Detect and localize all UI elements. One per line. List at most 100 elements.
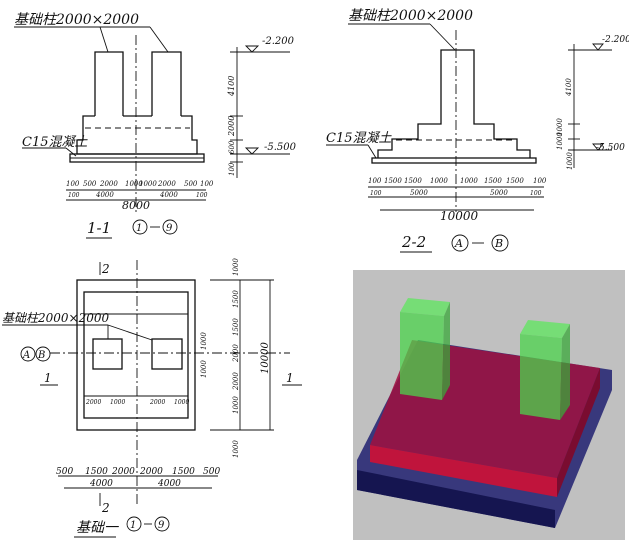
section-mark-top: 2 — [101, 262, 110, 276]
concrete-leader — [367, 144, 377, 159]
right-dim: 2000 — [232, 372, 240, 391]
axis-to: B — [494, 237, 503, 250]
pier-leader-left — [99, 26, 109, 53]
section-1-1: 基础柱2000×2000 C15混凝土 -2.200 -5.500 4100 2… — [14, 12, 297, 239]
section-2-2: 基础柱2000×2000 C15混凝土 -2.200 -5.500 4100 1… — [326, 8, 629, 253]
section-mark-bottom: 2 — [101, 501, 110, 515]
hdim-value: 100 — [370, 190, 382, 197]
right-total: 10000 — [260, 342, 271, 374]
elev-bottom-marker — [244, 147, 260, 155]
axis-bubble-from — [126, 516, 142, 532]
pier-label: 基础柱2000×2000 — [348, 8, 473, 24]
vdim-value: 1000 — [556, 118, 564, 136]
hdim-value: 100 — [368, 177, 382, 185]
hdim-value: 1000 — [125, 180, 143, 188]
section-mark-left: 1 — [44, 371, 52, 385]
axis-to: 9 — [158, 520, 165, 531]
elev-top: -2.200 — [602, 35, 629, 45]
hdim-value: 100 — [66, 180, 80, 188]
bottom-half: 4000 — [157, 479, 181, 489]
hdim-total: 8000 — [122, 199, 150, 212]
foundation-plan: 2 基础柱2000×2000 A B 1 1 2000 1000 2000 10… — [2, 258, 302, 538]
bottom-dim: 1500 — [85, 467, 108, 477]
column-left-top — [400, 298, 450, 316]
column-left-side — [442, 302, 450, 400]
stepped-footing — [377, 49, 531, 158]
axis-from: A — [454, 237, 463, 250]
pier-right — [151, 51, 182, 116]
hdim-value: 100 — [68, 192, 80, 199]
vdim-value: 2000 — [227, 116, 236, 137]
hdim-value: 4000 — [159, 191, 178, 199]
elev-top-marker — [244, 45, 260, 53]
pier-plan-left — [92, 338, 123, 370]
vdim-value: 100 — [228, 162, 236, 176]
axis-bubble-to — [491, 234, 509, 252]
bottom-dim: 500 — [56, 467, 73, 477]
pier-leader-right — [149, 26, 169, 53]
bottom-dim: 2000 — [111, 467, 135, 477]
pier-leader-right — [107, 324, 153, 341]
axis-to: 9 — [166, 223, 173, 234]
small-dim: 2000 — [149, 399, 165, 406]
hdim-value: 100 — [196, 192, 208, 199]
hdim-value: 1500 — [506, 177, 524, 185]
pier-leader — [429, 23, 456, 51]
elev-bottom: -5.500 — [264, 142, 297, 153]
axis-a: A — [22, 350, 30, 361]
pier-plan-right — [151, 338, 183, 370]
section-title: 1-1 — [87, 219, 111, 237]
axis-from: 1 — [130, 520, 136, 531]
hdim-value: 4000 — [95, 191, 114, 199]
hdim-value: 1500 — [384, 177, 402, 185]
hdim-value: 2000 — [99, 180, 118, 188]
hdim-value: 100 — [530, 190, 542, 197]
inner-dim: 1000 — [200, 332, 208, 350]
bottom-half: 4000 — [89, 479, 113, 489]
hdim-value: 1500 — [404, 177, 422, 185]
axis-bubble-to — [162, 219, 178, 235]
column-left-front — [400, 312, 444, 400]
axis-from: 1 — [136, 223, 142, 234]
bottom-dim: 1500 — [172, 467, 195, 477]
vdim-value: 600 — [228, 140, 236, 154]
footing-step-1 — [83, 291, 189, 419]
pier-label: 基础柱2000×2000 — [2, 311, 109, 325]
model-3d-view — [353, 270, 625, 540]
concrete-leader — [65, 147, 77, 157]
right-dim: 1000 — [232, 440, 240, 458]
hdim-value: 1000 — [139, 180, 157, 188]
hdim-value: 100 — [200, 180, 214, 188]
vdim-value: 1000 — [556, 132, 564, 150]
right-dim: 1000 — [232, 258, 240, 276]
hdim-total: 10000 — [440, 209, 479, 223]
small-dim: 2000 — [85, 399, 101, 406]
concrete-label: C15混凝土 — [22, 135, 88, 150]
column-right-front — [520, 334, 562, 420]
concrete-label: C15混凝土 — [326, 131, 392, 146]
hdim-value: 2000 — [157, 180, 176, 188]
inner-dim: 1000 — [200, 360, 208, 378]
elev-top-marker — [592, 43, 604, 51]
axis-b: B — [37, 350, 45, 361]
axis-bubble-a — [20, 346, 36, 362]
axis-bubble-to — [154, 516, 170, 532]
hdim-value: 1000 — [430, 177, 448, 185]
elev-bottom-marker — [592, 143, 604, 151]
vdim-value: 1000 — [566, 152, 574, 170]
axis-bubble-from — [132, 219, 148, 235]
right-dim: 1500 — [232, 290, 240, 308]
right-dim: 1500 — [232, 318, 240, 336]
hdim-value: 500 — [83, 180, 97, 188]
section-mark-right: 1 — [286, 371, 294, 385]
bottom-dim: 2000 — [139, 467, 163, 477]
pier-label: 基础柱2000×2000 — [14, 12, 139, 28]
footing-front — [370, 445, 557, 497]
hdim-value: 5000 — [410, 189, 428, 197]
vdim-value: 4100 — [565, 78, 573, 97]
vdim-value: 4100 — [227, 76, 236, 97]
right-dim: 2000 — [232, 344, 240, 363]
pier-left — [94, 51, 124, 116]
section-title: 2-2 — [401, 233, 426, 251]
